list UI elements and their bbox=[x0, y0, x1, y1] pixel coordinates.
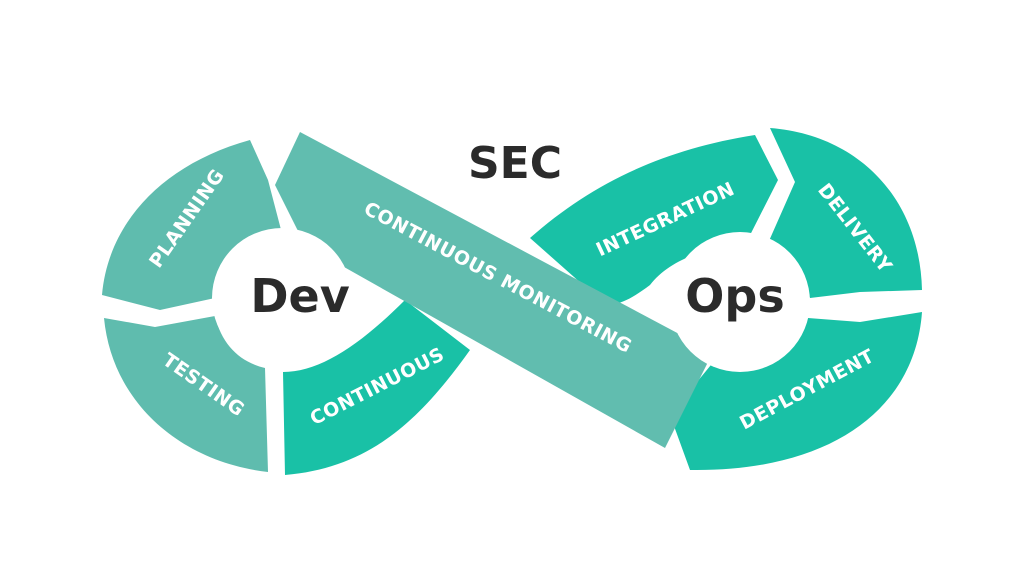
deployment-segment bbox=[670, 312, 922, 471]
delivery-segment bbox=[765, 128, 922, 298]
continuous-segment bbox=[283, 300, 470, 475]
continuous-monitoring-band bbox=[275, 132, 713, 448]
testing-segment bbox=[104, 316, 268, 472]
planning-segment bbox=[102, 140, 285, 310]
dev-hub-label: Dev bbox=[250, 269, 349, 323]
integration-segment bbox=[530, 135, 778, 305]
dev-hub-circle bbox=[212, 228, 352, 368]
left-loop bbox=[102, 140, 470, 475]
right-loop bbox=[530, 128, 922, 471]
ops-hub-label: Ops bbox=[685, 269, 784, 323]
sec-title: SEC bbox=[468, 138, 562, 189]
ops-hub-circle bbox=[670, 232, 810, 372]
